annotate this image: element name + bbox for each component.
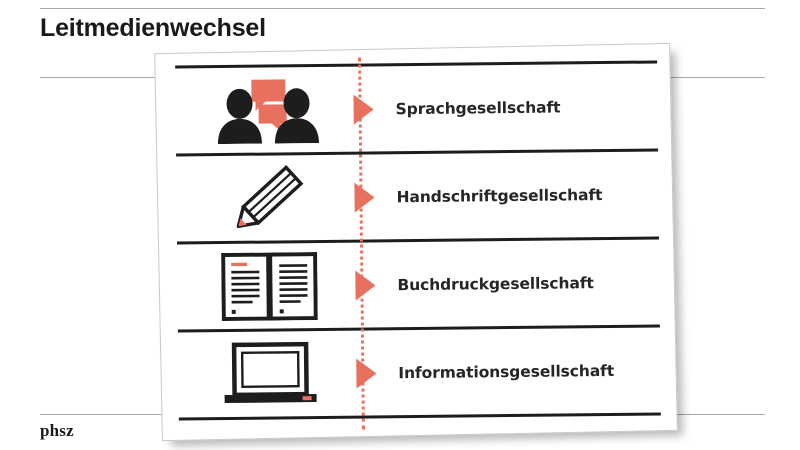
diagram-row[interactable]: Sprachgesellschaft xyxy=(157,63,672,153)
stage-label-cell-4: Informationsgesellschaft xyxy=(398,327,667,415)
page-title: Leitmedienwechsel xyxy=(40,14,266,42)
right-arrow-icon xyxy=(353,93,374,125)
right-arrow-icon xyxy=(355,269,376,301)
stage-label: Sprachgesellschaft xyxy=(395,97,561,118)
diagram-row[interactable]: Informationsgesellschaft xyxy=(160,327,675,417)
stage-arrow-2 xyxy=(344,154,385,239)
open-book-icon xyxy=(199,243,340,329)
stage-arrow-3 xyxy=(345,242,386,327)
diagram-row[interactable]: Buchdruckgesellschaft xyxy=(159,239,674,329)
stage-label: Handschriftgesellschaft xyxy=(396,185,603,206)
pencil-icon xyxy=(198,155,339,241)
diagram-row[interactable]: Handschriftgesellschaft xyxy=(158,151,673,241)
stage-arrow-4 xyxy=(346,330,387,415)
two-people-speech-bubbles-icon xyxy=(197,67,338,153)
right-arrow-icon xyxy=(354,181,375,213)
stage-label-cell-2: Handschriftgesellschaft xyxy=(396,151,665,239)
diagram-card-surface: Sprachgesellschaft xyxy=(154,42,678,442)
stage-label-cell-1: Sprachgesellschaft xyxy=(395,63,664,151)
stage-label-cell-3: Buchdruckgesellschaft xyxy=(397,239,666,327)
diagram-content: Sprachgesellschaft xyxy=(157,46,675,437)
stage-label: Buchdruckgesellschaft xyxy=(397,273,594,294)
header-rule xyxy=(40,8,765,9)
stage-arrow-1 xyxy=(343,66,384,151)
stage-label: Informationsgesellschaft xyxy=(398,361,615,382)
right-arrow-icon xyxy=(356,357,377,389)
laptop-computer-icon xyxy=(200,331,341,417)
diagram-card: Sprachgesellschaft xyxy=(154,42,678,442)
brand-logo-phsz: phsz xyxy=(40,421,74,440)
